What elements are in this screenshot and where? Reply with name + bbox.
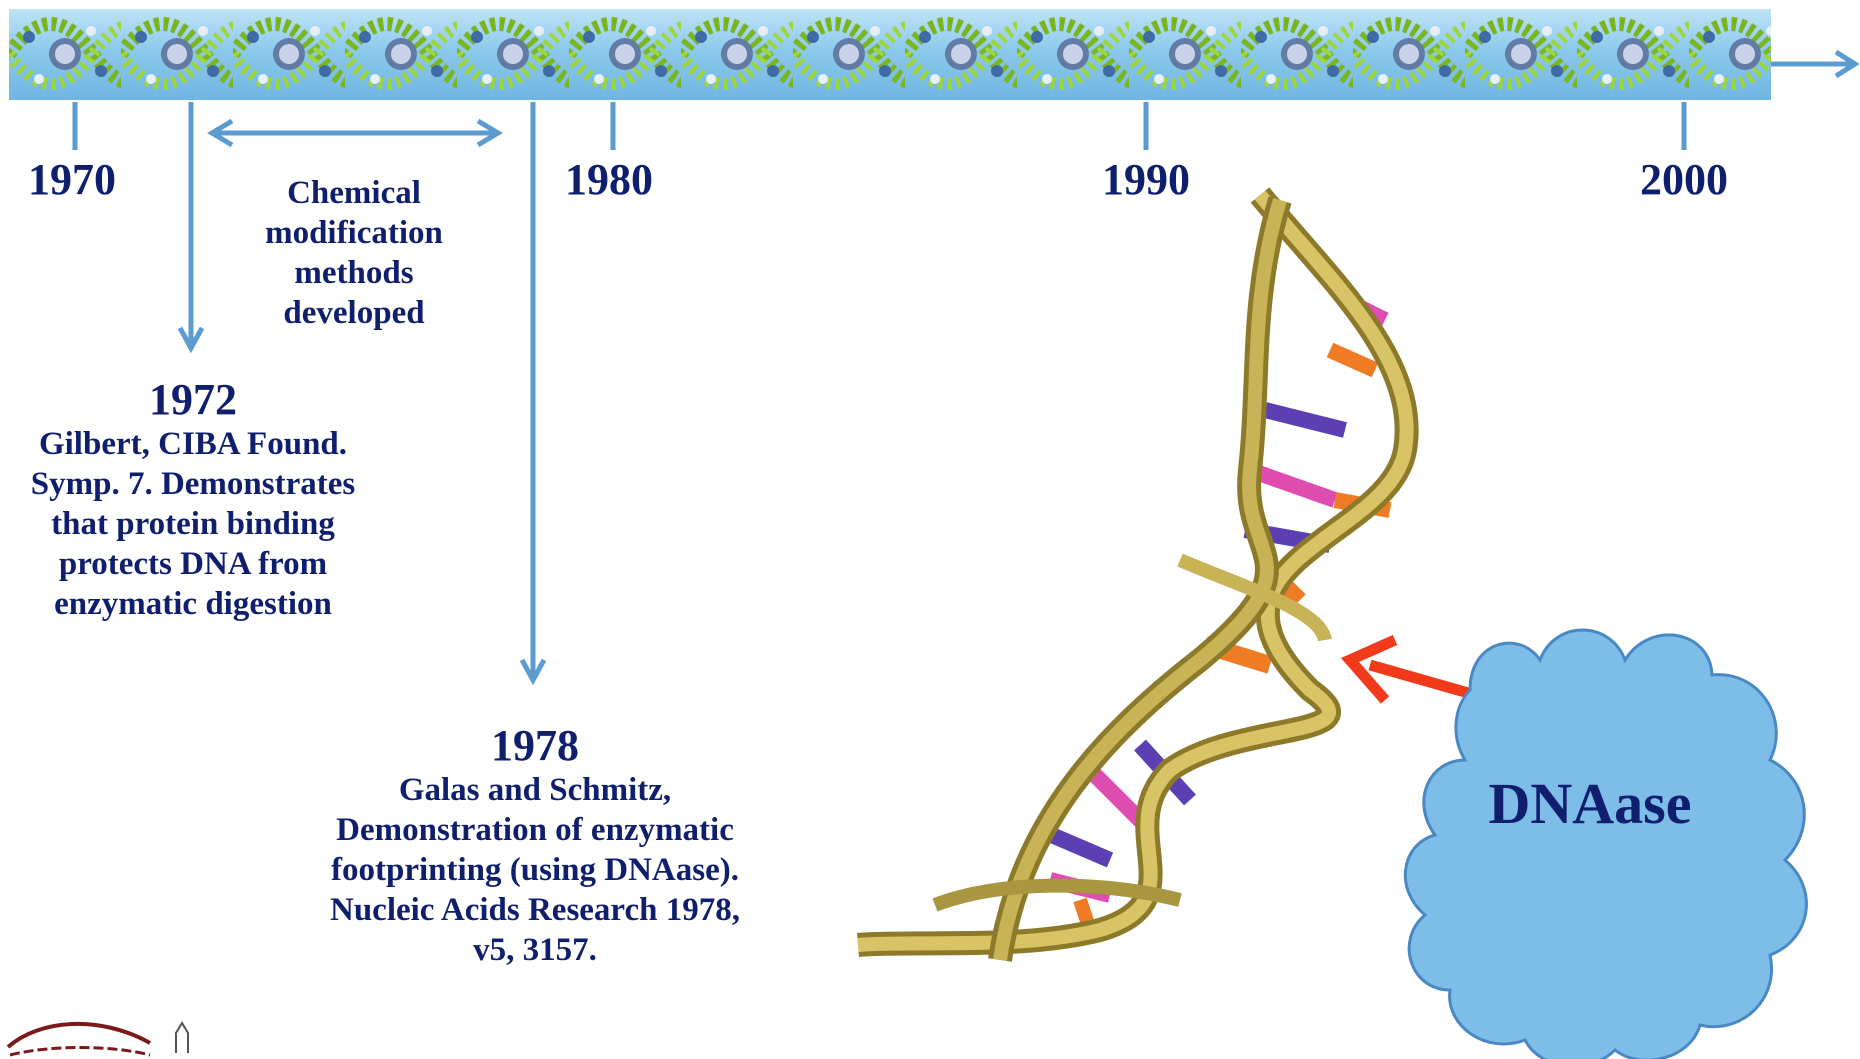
period-arrow — [212, 121, 498, 145]
note-line: Gilbert, CIBA Found. — [0, 424, 386, 464]
note-line: modification — [229, 213, 479, 253]
dna-helix-illustration — [858, 195, 1407, 960]
note-line: Demonstration of enzymatic — [288, 810, 782, 850]
note-line: enzymatic digestion — [0, 584, 386, 624]
note-line: that protein binding — [0, 504, 386, 544]
arrow-1972 — [180, 102, 202, 348]
dnaase-label: DNAase — [1440, 770, 1740, 837]
note-line: protects DNA from — [0, 544, 386, 584]
gilbert-year: 1972 — [0, 376, 386, 424]
chemical-methods-note: Chemical modification methods developed — [229, 173, 479, 333]
galas-year: 1978 — [288, 722, 782, 770]
timeline-arrow — [1771, 52, 1855, 76]
year-label-1980: 1980 — [539, 158, 679, 202]
note-line: developed — [229, 293, 479, 333]
year-label-1990: 1990 — [1076, 158, 1216, 202]
note-line: footprinting (using DNAase). — [288, 850, 782, 890]
galas-1978-note: 1978 Galas and Schmitz, Demonstration of… — [288, 722, 782, 970]
year-label-2000: 2000 — [1614, 158, 1754, 202]
year-label-1970: 1970 — [2, 158, 142, 202]
note-line: Nucleic Acids Research 1978, — [288, 890, 782, 930]
institution-logo — [0, 1005, 220, 1059]
note-line: Symp. 7. Demonstrates — [0, 464, 386, 504]
note-line: Chemical — [229, 173, 479, 213]
note-line: v5, 3157. — [288, 930, 782, 970]
gilbert-1972-note: 1972 Gilbert, CIBA Found. Symp. 7. Demon… — [0, 376, 386, 624]
note-line: Galas and Schmitz, — [288, 770, 782, 810]
note-line: methods — [229, 253, 479, 293]
dnaase-cloud — [1405, 630, 1806, 1059]
